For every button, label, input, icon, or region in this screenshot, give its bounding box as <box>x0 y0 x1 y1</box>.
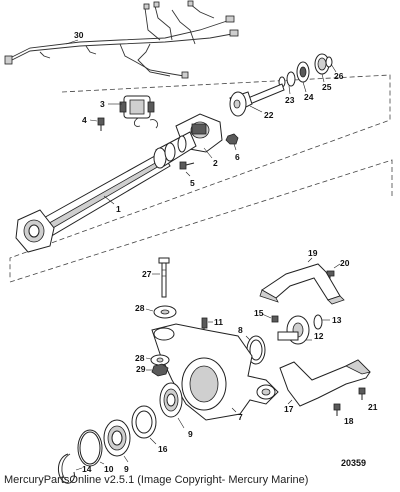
svg-text:20: 20 <box>340 258 350 268</box>
svg-text:22: 22 <box>264 110 274 120</box>
svg-text:28: 28 <box>135 303 145 313</box>
svg-text:8: 8 <box>238 325 243 335</box>
svg-text:7: 7 <box>238 412 243 422</box>
mount-bracket-upper <box>259 263 345 305</box>
nut-29 <box>151 363 169 377</box>
bolt-21 <box>358 387 366 400</box>
callout-9-lower: 9 <box>123 455 129 474</box>
callout-17: 17 <box>284 399 294 414</box>
callout-10: 10 <box>99 461 114 474</box>
section-boundary-lower <box>9 159 393 283</box>
svg-text:30: 30 <box>74 30 84 40</box>
callout-22: 22 <box>249 105 274 120</box>
svg-text:13: 13 <box>332 315 342 325</box>
svg-text:2: 2 <box>213 158 218 168</box>
callout-12: 12 <box>306 331 324 341</box>
callout-9-upper: 9 <box>177 417 193 439</box>
svg-text:4: 4 <box>82 115 87 125</box>
callout-11: 11 <box>208 317 223 327</box>
bearing-9-lower <box>103 419 131 457</box>
callout-8: 8 <box>238 325 251 341</box>
callout-13: 13 <box>322 315 342 325</box>
svg-text:28: 28 <box>135 353 145 363</box>
callout-18: 18 <box>344 416 354 426</box>
spacer-16 <box>131 405 157 439</box>
callout-27: 27 <box>142 269 160 279</box>
svg-text:14: 14 <box>82 464 92 474</box>
svg-text:1: 1 <box>116 204 121 214</box>
callout-14: 14 <box>75 464 92 474</box>
callout-19: 19 <box>307 248 318 263</box>
svg-text:26: 26 <box>334 71 344 81</box>
bolt-27 <box>158 257 170 298</box>
callout-4: 4 <box>82 115 98 125</box>
svg-text:21: 21 <box>368 402 378 412</box>
svg-text:5: 5 <box>190 178 195 188</box>
input-shaft-yoke <box>229 83 285 117</box>
bearing-9-upper <box>159 382 183 418</box>
bolt-18 <box>333 403 341 416</box>
callout-2: 2 <box>203 147 218 168</box>
bearing-seal-group <box>278 53 333 88</box>
nut-6 <box>225 133 239 145</box>
output-flange <box>277 314 323 345</box>
u-joint-kit <box>119 95 159 129</box>
callout-16: 16 <box>149 437 168 454</box>
svg-text:23: 23 <box>285 95 295 105</box>
mount-housing <box>151 323 279 421</box>
bolt-5 <box>179 161 195 170</box>
svg-text:3: 3 <box>100 99 105 109</box>
bolt-4 <box>97 117 105 131</box>
wiring-harness <box>4 0 239 79</box>
callout-15: 15 <box>254 308 272 319</box>
callout-25: 25 <box>321 73 332 92</box>
svg-text:18: 18 <box>344 416 354 426</box>
copyright-footer: MercuryPartsOnline v2.5.1 (Image Copyrig… <box>4 474 309 486</box>
ring-10 <box>77 429 103 467</box>
svg-text:24: 24 <box>304 92 314 102</box>
retaining-ring-14 <box>58 453 75 484</box>
svg-text:12: 12 <box>314 331 324 341</box>
callout-20: 20 <box>333 258 350 269</box>
washer-28-upper <box>153 305 177 319</box>
callout-1: 1 <box>103 195 121 214</box>
callout-6: 6 <box>233 143 240 162</box>
svg-text:9: 9 <box>124 464 129 474</box>
svg-text:27: 27 <box>142 269 152 279</box>
callout-28-upper: 28 <box>135 303 154 313</box>
svg-text:25: 25 <box>322 82 332 92</box>
svg-text:17: 17 <box>284 404 294 414</box>
callout-30: 30 <box>65 30 84 45</box>
callout-21: 21 <box>368 402 378 412</box>
svg-text:6: 6 <box>235 152 240 162</box>
svg-text:11: 11 <box>214 317 223 327</box>
svg-text:29: 29 <box>136 364 146 374</box>
callout-3: 3 <box>100 99 122 109</box>
callout-5: 5 <box>185 171 195 188</box>
svg-text:16: 16 <box>158 444 168 454</box>
washer-28-lower <box>150 354 170 366</box>
drawing-number: 20359 <box>341 458 367 468</box>
callout-7: 7 <box>231 407 243 422</box>
callout-24: 24 <box>302 81 314 102</box>
fitting-15 <box>271 315 279 323</box>
callout-23: 23 <box>285 85 295 105</box>
callout-26: 26 <box>330 63 344 81</box>
section-boundary-upper <box>9 74 391 280</box>
driveshaft <box>15 131 197 253</box>
svg-text:15: 15 <box>254 308 264 318</box>
svg-text:19: 19 <box>308 248 318 258</box>
svg-text:10: 10 <box>104 464 114 474</box>
callout-29: 29 <box>136 364 152 374</box>
svg-text:9: 9 <box>188 429 193 439</box>
mount-bracket-lower <box>279 359 371 407</box>
callout-28-lower: 28 <box>135 353 152 363</box>
